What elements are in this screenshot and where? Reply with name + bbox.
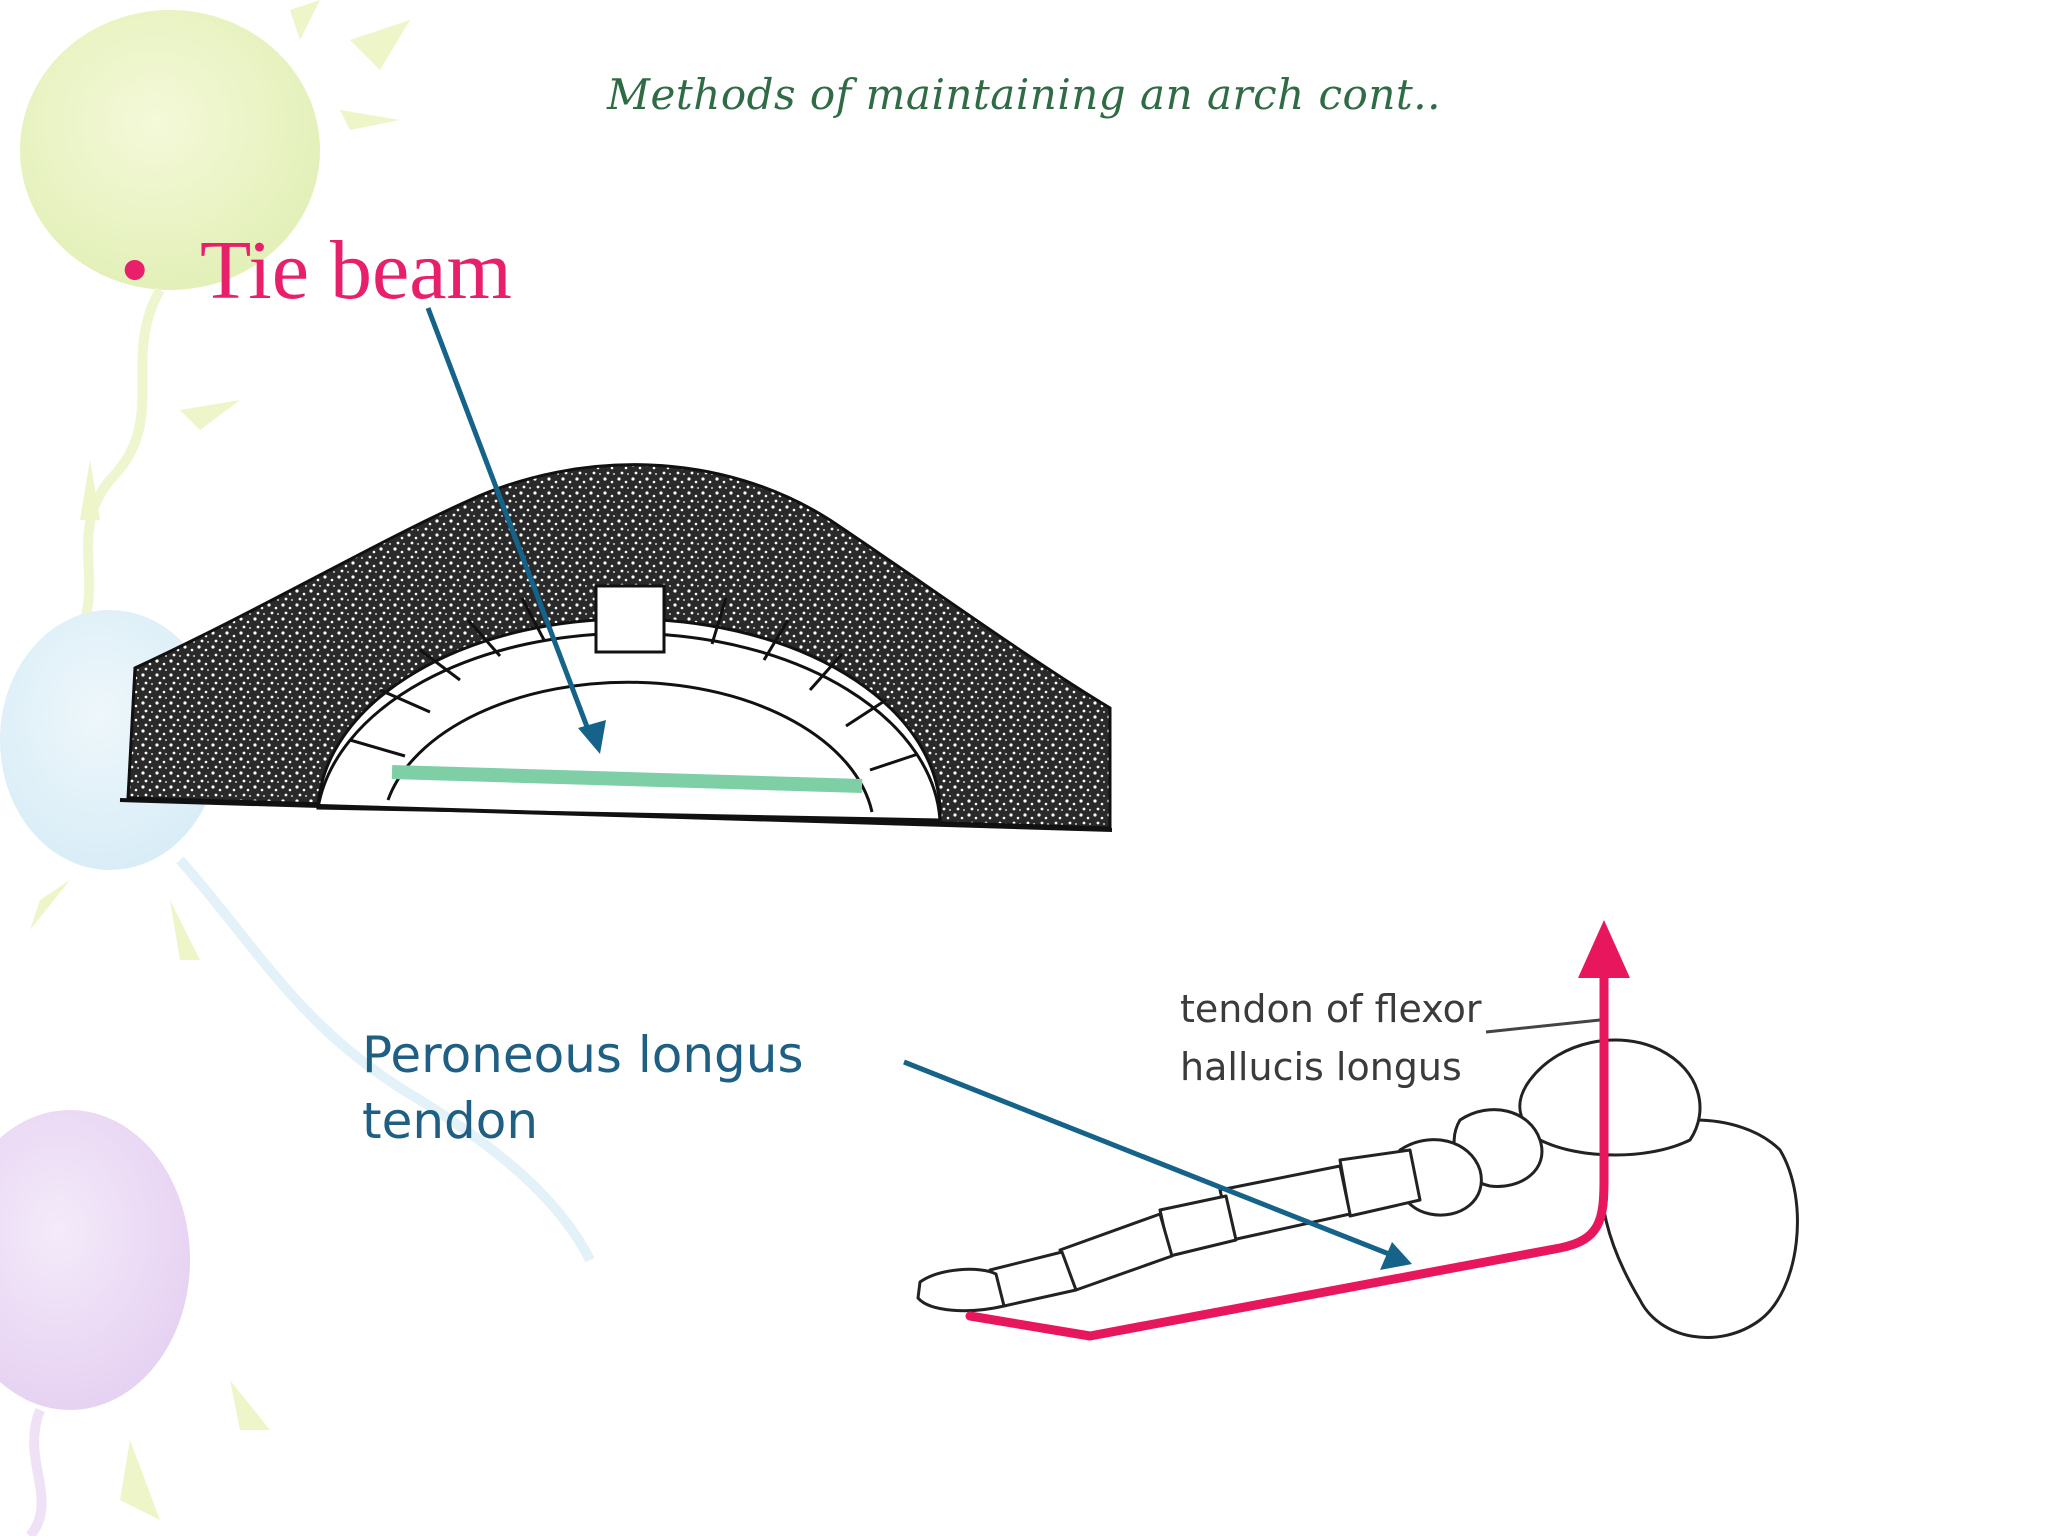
bullet-text: Tie beam (200, 224, 512, 317)
flexor-label-line2: hallucis longus (1180, 1045, 1462, 1089)
flexor-tendon (965, 965, 1609, 1341)
heel-bone (1600, 1118, 1799, 1339)
peroneus-longus-label: Peroneous longus tendon (362, 1022, 922, 1154)
bullet-item: • Tie beam (120, 222, 512, 319)
peroneus-label-line2: tendon (362, 1092, 539, 1150)
peroneus-arrow (903, 1059, 1395, 1259)
tendon-arrowhead (1578, 920, 1630, 978)
flexor-hallucis-label: tendon of flexor hallucis longus (1180, 980, 1500, 1096)
bullet-marker: • (120, 224, 150, 317)
talus-bone (1518, 1038, 1702, 1157)
flexor-label-line1: tendon of flexor (1180, 987, 1482, 1031)
arrow-icon (1380, 1242, 1412, 1270)
arrow-icon (578, 720, 606, 754)
slide-title: Methods of maintaining an arch cont.. (607, 70, 1441, 119)
tie-beam (391, 765, 863, 793)
peroneus-label-line1: Peroneous longus (362, 1026, 804, 1084)
tie-beam-arrow (425, 307, 595, 741)
